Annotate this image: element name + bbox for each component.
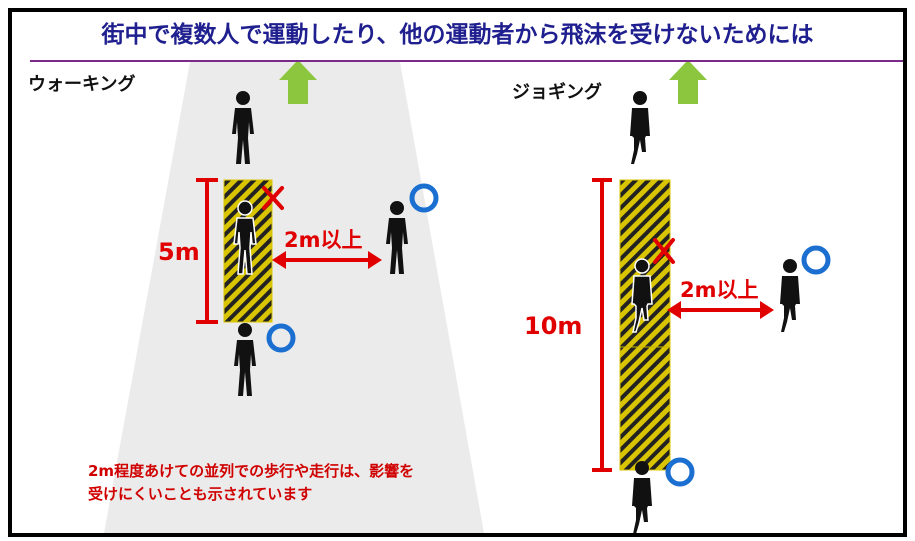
walking-length-label: 5m	[158, 238, 200, 266]
diagram-canvas	[104, 60, 831, 533]
walking-label: ウォーキング	[28, 74, 136, 95]
jogging-ok-circle-side-icon	[801, 245, 831, 275]
walking-side-distance-label: 2m以上	[284, 228, 363, 252]
walking-side-distance-arrow	[272, 251, 382, 269]
walking-length-bracket	[196, 178, 218, 324]
runner-front-icon	[630, 91, 650, 164]
walking-ng-cross-icon	[262, 186, 284, 210]
jogging-hatched-zone	[619, 179, 671, 471]
walking-ok-circle-behind-icon	[266, 323, 296, 353]
jogging-direction-arrow	[669, 60, 707, 104]
note-line-2: 受けにくいことも示されています	[88, 485, 313, 503]
title-underline	[30, 60, 903, 62]
slide-title: 街中で複数人で運動したり、他の運動者から飛沫を受けないためには	[101, 22, 814, 48]
runner-side-icon	[780, 259, 800, 332]
jogging-length-label: 10m	[524, 312, 583, 340]
slide-frame: 街中で複数人で運動したり、他の運動者から飛沫を受けないためには ウォーキング ジ…	[8, 8, 907, 537]
jogging-side-distance-arrow	[667, 301, 774, 319]
jogging-ng-cross-icon	[653, 238, 675, 264]
walking-direction-arrow	[279, 60, 317, 104]
jogging-length-bracket	[592, 178, 612, 472]
jogging-side-distance-label: 2m以上	[680, 278, 759, 302]
jogging-ok-circle-behind-icon	[665, 457, 695, 487]
walking-ok-circle-side-icon	[409, 183, 439, 213]
note-text: 2m程度あけての並列での歩行や走行は、影響を 受けにくいことも示されています	[88, 460, 414, 506]
jogging-label: ジョギング	[512, 82, 602, 103]
runner-behind-icon	[632, 461, 652, 533]
note-line-1: 2m程度あけての並列での歩行や走行は、影響を	[88, 462, 415, 480]
